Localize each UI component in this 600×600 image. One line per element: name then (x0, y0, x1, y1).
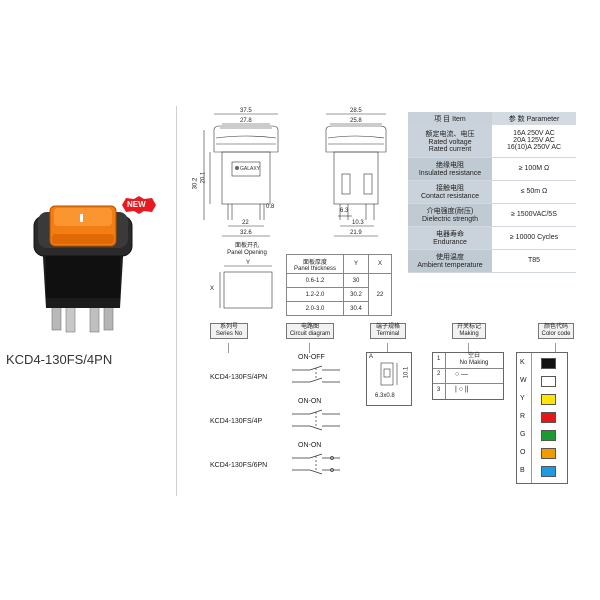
panel-x-value: 22 (368, 273, 392, 316)
circuit-label-1: ON-OFF (298, 354, 325, 361)
product-photo (28, 198, 138, 338)
color-connector (555, 343, 556, 353)
dim-front-body-height: 20.1 (200, 171, 207, 184)
model-title: KCD4-130FS/4PN (6, 352, 113, 367)
making-symbol-3: | ○ || (455, 386, 469, 393)
panel-col-x: X (368, 254, 392, 274)
series-item-3: KCD4-130FS/6PN (210, 462, 268, 469)
dim-side-top-inner: 25.8 (350, 118, 362, 124)
rocker-switch-image (33, 205, 133, 333)
series-item-1: KCD4-130FS/4PN (210, 374, 268, 381)
color-swatch-white (541, 376, 556, 387)
series-item-2: KCD4-130FS/4P (210, 418, 263, 425)
making-symbol-2: ○ — (455, 371, 469, 378)
spec-label-insulation: 绝缘电阻 Insulated resistance (408, 157, 492, 181)
spec-value-dielectric: ≥ 1500VAC/5S (492, 203, 576, 227)
making-box: 1 空白 No Making 2 ○ — 3 | ○ || (432, 352, 504, 400)
circuit-header: 电路图 Circuit diagram (286, 323, 334, 339)
dim-front-base-outer: 32.6 (240, 230, 252, 236)
panel-y-row-2: 30.2 (343, 287, 369, 302)
spec-value-insulation: ≥ 100M Ω (492, 157, 576, 181)
spec-value-endurance: ≥ 10000 Cycles (492, 226, 576, 250)
dim-front-top-inner: 27.8 (240, 118, 252, 124)
panel-thickness-row-3: 2.0-3.0 (286, 301, 344, 316)
starburst-icon (122, 196, 156, 214)
panel-thickness-table: 面板厚度 Panel thickness Y X 0.6-1.2 30 22 1… (286, 254, 392, 316)
circuit-diagram-3 (292, 452, 342, 481)
logo-text: GALAXY (240, 166, 261, 172)
spec-param-header: 参 数 Parameter (492, 112, 576, 125)
terminal-code: A (369, 354, 374, 360)
spec-label-temperature: 使用温度 Ambient temperature (408, 249, 492, 273)
panel-opening-title: 面板开孔 Panel Opening (227, 243, 267, 256)
spec-label-rated: 额定电流、电压 Rated voltage Rated current (408, 125, 492, 158)
color-code-box: K W Y R G O B (516, 352, 568, 484)
series-header: 系列号 Series No (210, 323, 248, 339)
color-swatch-red (541, 412, 556, 423)
dim-side-base: 10.3 (352, 220, 364, 226)
making-num-3: 3 (437, 387, 441, 393)
color-code-g: G (520, 431, 526, 438)
color-swatch-orange (541, 448, 556, 459)
color-header: 颜色代码 Color code (538, 323, 574, 339)
circuit-diagram-2 (292, 408, 342, 437)
color-swatch-black (541, 358, 556, 369)
circuit-connector (309, 343, 310, 353)
spec-label-dielectric: 介电强度(耐压) Dielectric strength (408, 203, 492, 227)
spec-table: 项 目 Item 参 数 Parameter 额定电流、电压 Rated vol… (408, 112, 576, 273)
terminal-size: 6.3x0.8 (375, 393, 395, 399)
series-connector (228, 343, 229, 353)
panel-thickness-row-1: 0.6-1.2 (286, 273, 344, 288)
side-view-drawing: 28.5 25.8 6.3 10.3 21.9 (318, 108, 394, 248)
color-code-r: R (520, 413, 526, 420)
circuit-diagram-1 (292, 364, 342, 393)
panel-x-label: X (210, 286, 215, 292)
color-code-w: W (520, 377, 527, 384)
new-badge-label: NEW (127, 200, 146, 209)
dim-front-base: 22 (242, 220, 249, 226)
making-connector (468, 343, 469, 353)
terminal-connector (387, 343, 388, 353)
dim-side-pin: 6.3 (340, 208, 349, 214)
terminal-dim: 10.1 (403, 366, 410, 379)
new-badge: NEW (120, 196, 158, 214)
spec-value-contact: ≤ 50m Ω (492, 180, 576, 204)
color-swatch-blue (541, 466, 556, 477)
vertical-divider (176, 106, 177, 496)
circuit-label-2: ON-ON (298, 398, 322, 405)
color-code-b: B (520, 467, 525, 474)
panel-y-row-1: 30 (343, 273, 369, 288)
dim-front-top-outer: 37.5 (240, 108, 252, 114)
color-code-o: O (520, 449, 526, 456)
spec-label-contact: 接触电阻 Contact resistance (408, 180, 492, 204)
spec-item-header: 项 目 Item (408, 112, 492, 125)
color-code-y: Y (520, 395, 525, 402)
panel-thickness-header: 面板厚度 Panel thickness (286, 254, 344, 274)
panel-col-y: Y (343, 254, 369, 274)
terminal-header: 端子规格 Terminal (370, 323, 406, 339)
making-header: 开关标记 Making (452, 323, 486, 339)
dim-side-base-outer: 21.9 (350, 230, 362, 236)
color-swatch-green (541, 430, 556, 441)
panel-thickness-row-2: 1.2-2.0 (286, 287, 344, 302)
panel-y-row-3: 30.4 (343, 301, 369, 316)
panel-y-label: Y (246, 260, 251, 266)
spec-value-temperature: T85 (492, 249, 576, 273)
making-num-2: 2 (437, 371, 441, 377)
dim-front-pin-gap: 0.8 (266, 204, 275, 210)
front-view-drawing: GALAXY 37.5 27.8 30.2 20.1 0.8 22 32.6 (192, 108, 296, 248)
panel-opening-drawing: Y X (210, 260, 278, 312)
dim-side-top-outer: 28.5 (350, 108, 362, 114)
spec-value-rated: 16A 250V AC 20A 125V AC 16(10)A 250V AC (492, 125, 576, 158)
spec-label-endurance: 电器寿命 Endurance (408, 226, 492, 250)
dim-front-height: 30.2 (192, 177, 199, 190)
making-label-1: 空白 No Making (459, 353, 489, 366)
making-num-1: 1 (437, 356, 441, 362)
color-swatch-yellow (541, 394, 556, 405)
color-code-k: K (520, 359, 525, 366)
terminal-box: A 10.1 6.3x0.8 (366, 352, 412, 406)
terminal-icon (380, 362, 398, 386)
circuit-label-3: ON-ON (298, 442, 322, 449)
